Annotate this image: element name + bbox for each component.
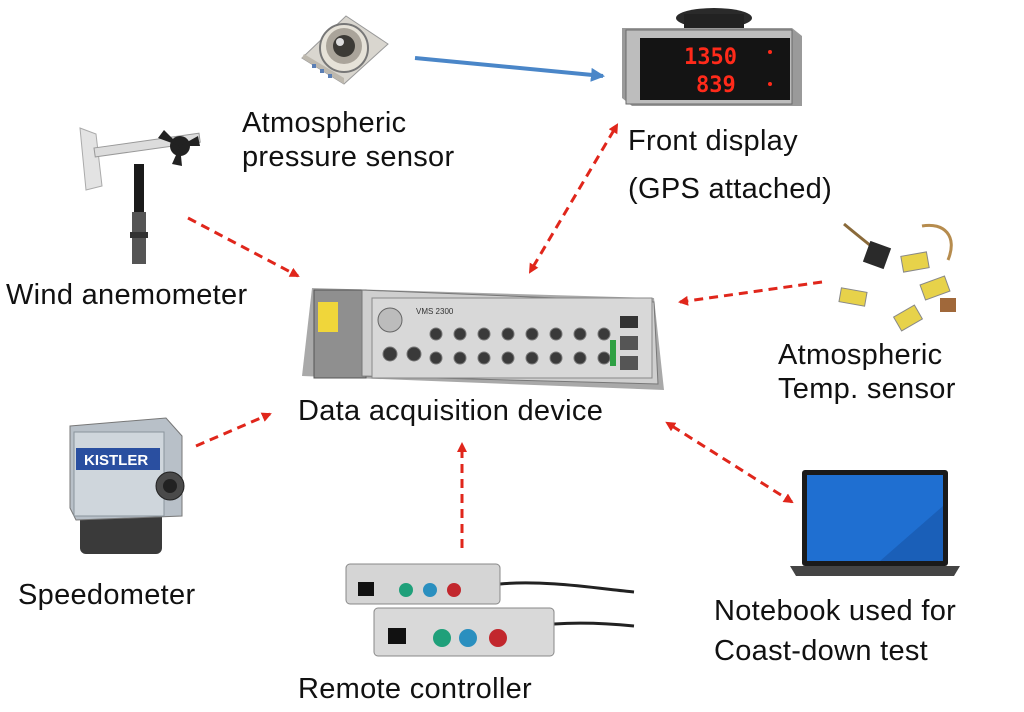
notebook-image — [790, 466, 960, 578]
data-acquisition-label: Data acquisition device — [298, 395, 604, 427]
remote-controller-label: Remote controller — [298, 673, 532, 705]
arrow-display-daq — [528, 123, 619, 274]
speedometer-brand: KISTLER — [84, 452, 148, 469]
speedometer-image: KISTLER — [66, 416, 192, 560]
data-acquisition-device-image: VMS 2300 — [302, 280, 666, 396]
temp-sensor-label-line2: Temp. sensor — [778, 373, 956, 405]
pressure-sensor-image — [298, 6, 390, 86]
arrow-speedometer-to-daq — [195, 412, 272, 448]
wind-anemometer-image — [74, 108, 206, 268]
front-display-image: 1350 839 — [622, 6, 804, 118]
speedometer-label: Speedometer — [18, 579, 196, 611]
temp-sensor-image — [826, 214, 964, 338]
front-display-label-line2: (GPS attached) — [628, 173, 833, 205]
remote-controller-image — [344, 562, 636, 672]
display-top-readout: 1350 — [684, 45, 737, 70]
arrow-pressure-to-display — [414, 56, 605, 82]
temp-sensor-label-line1: Atmospheric — [778, 339, 943, 371]
daq-model-label: VMS 2300 — [416, 307, 454, 316]
arrow-daq-notebook — [665, 421, 794, 504]
arrow-temp-to-daq — [678, 280, 823, 306]
notebook-label-line1: Notebook used for — [714, 595, 957, 627]
arrow-anemometer-to-daq — [187, 216, 300, 278]
wind-anemometer-label: Wind anemometer — [6, 279, 248, 311]
notebook-label-line2: Coast-down test — [714, 635, 929, 667]
front-display-label-line1: Front display — [628, 125, 798, 157]
display-bottom-readout: 839 — [696, 73, 736, 98]
pressure-sensor-label-line1: Atmospheric — [242, 107, 407, 139]
pressure-sensor-label-line2: pressure sensor — [242, 141, 455, 173]
